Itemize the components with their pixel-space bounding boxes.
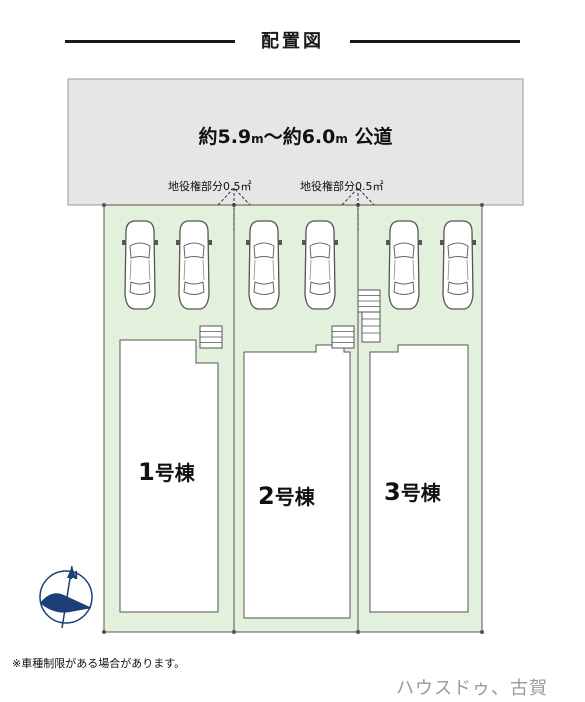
building-2-suffix: 号棟 <box>274 485 315 509</box>
building-1-label: 1号棟 <box>138 457 195 486</box>
easement-label-1: 地役権部分0.5㎡ <box>168 180 252 193</box>
compass-label: N <box>69 569 78 582</box>
road-separator: 〜 <box>263 126 283 148</box>
building-3-label: 3号棟 <box>384 477 441 506</box>
car-icon <box>245 220 283 310</box>
building-1 <box>119 339 219 613</box>
building-1-number: 1 <box>138 458 155 486</box>
car-icon <box>175 220 213 310</box>
building-3 <box>369 344 469 613</box>
road-prefix-2: 約 <box>282 126 302 148</box>
compass-icon: N <box>39 565 93 629</box>
entrance-steps <box>199 289 381 349</box>
car-icon <box>121 220 159 310</box>
building-1-suffix: 号棟 <box>154 461 195 485</box>
car-icon <box>301 220 339 310</box>
vehicle-restriction-note: ※車種制限がある場合があります。 <box>12 657 186 670</box>
car-icon <box>439 220 477 310</box>
easement-areas <box>217 187 375 230</box>
road-width-min: 5.9 <box>217 126 252 148</box>
page-title: 配置図 <box>261 31 324 52</box>
easement-label-2: 地役権部分0.5㎡ <box>300 180 384 193</box>
watermark: ハウスドゥ、古賀 <box>396 678 548 699</box>
road-width-label: 約5.9m〜約6.0m 公道 <box>68 122 523 149</box>
building-2-number: 2 <box>258 482 275 510</box>
car-icon <box>385 220 423 310</box>
title-rule-left <box>65 40 235 43</box>
road-width-max: 6.0 <box>301 126 336 148</box>
road-prefix-1: 約 <box>198 126 218 148</box>
road <box>67 78 524 206</box>
title-rule-right <box>350 40 520 43</box>
building-2 <box>243 344 351 619</box>
building-3-suffix: 号棟 <box>400 481 441 505</box>
title-bar: 配置図 <box>0 27 585 57</box>
building-3-number: 3 <box>384 478 401 506</box>
building-2-label: 2号棟 <box>258 481 315 510</box>
road-unit-2: m <box>335 132 348 146</box>
road-type: 公道 <box>354 126 393 148</box>
road-unit-1: m <box>251 132 264 146</box>
